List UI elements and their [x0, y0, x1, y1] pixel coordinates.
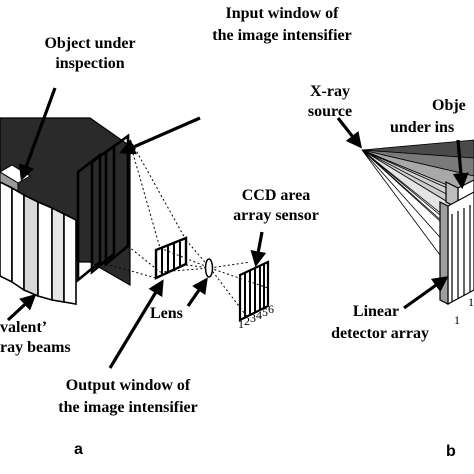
pixel-number-3: 3 [250, 311, 256, 325]
arrow-panel-b-object [452, 139, 469, 190]
panel-a: 1 2 3 4 5 6 Object under inspection Inpu… [0, 5, 352, 458]
arrow-object [18, 87, 57, 182]
pixel-number-6: 6 [268, 302, 274, 316]
output-window-label-line1: Output window of [66, 377, 191, 394]
equivalent-beam-plates [0, 181, 77, 305]
panel-a-arrows [6, 87, 267, 369]
equivalent-label-line1: valent’ [0, 319, 47, 336]
arrow-ccd [250, 231, 267, 268]
arrow-lens [186, 277, 208, 307]
detector-label-line1: Linear [353, 303, 399, 320]
detector-number-1: 1 [454, 313, 460, 327]
linear-detector-array [439, 191, 474, 306]
panel-b-object-label-line2: under ins [390, 119, 454, 136]
input-window-label-line2: the image intensifier [212, 27, 352, 44]
panel-a-label: a [74, 441, 83, 458]
output-window [154, 236, 188, 280]
ccd-sensor [238, 260, 270, 322]
panel-b-arrows [336, 117, 469, 310]
detector-label-line2: detector array [331, 325, 429, 342]
panel-b-label: b [446, 443, 456, 460]
arrow-equivalent [6, 293, 37, 322]
xray-label-line2: source [308, 103, 352, 120]
arrow-output-window [108, 279, 164, 369]
input-window-label-line1: Input window of [226, 5, 340, 22]
pixel-number-5: 5 [262, 305, 268, 319]
object-label-line2: inspection [55, 55, 124, 72]
arrow-linear-detector [403, 276, 449, 310]
arrow-input-window [119, 116, 201, 155]
detector-number-2: 1 [468, 295, 474, 309]
panel-b: X-ray source Obje under ins Linear detec… [308, 83, 474, 460]
panel-b-object-label-line1: Obje [432, 97, 466, 114]
projection-lines [105, 135, 269, 319]
xray-label-line1: X-ray [310, 83, 350, 100]
output-window-label-line2: the image intensifier [58, 399, 198, 416]
pixel-number-4: 4 [256, 308, 262, 322]
pixel-number-2: 2 [244, 314, 250, 328]
lens-label: Lens [150, 305, 183, 322]
equivalent-label-line2: ray beams [0, 339, 71, 356]
pixel-numbers: 1 2 3 4 5 6 [238, 302, 274, 331]
arrow-xray-source [336, 117, 362, 149]
pixel-number-1: 1 [238, 317, 244, 331]
lens-shape [204, 258, 214, 278]
ccd-label-line1: CCD area [242, 187, 311, 204]
object-label-line1: Object under [44, 35, 135, 52]
ccd-label-line2: array sensor [233, 207, 319, 224]
